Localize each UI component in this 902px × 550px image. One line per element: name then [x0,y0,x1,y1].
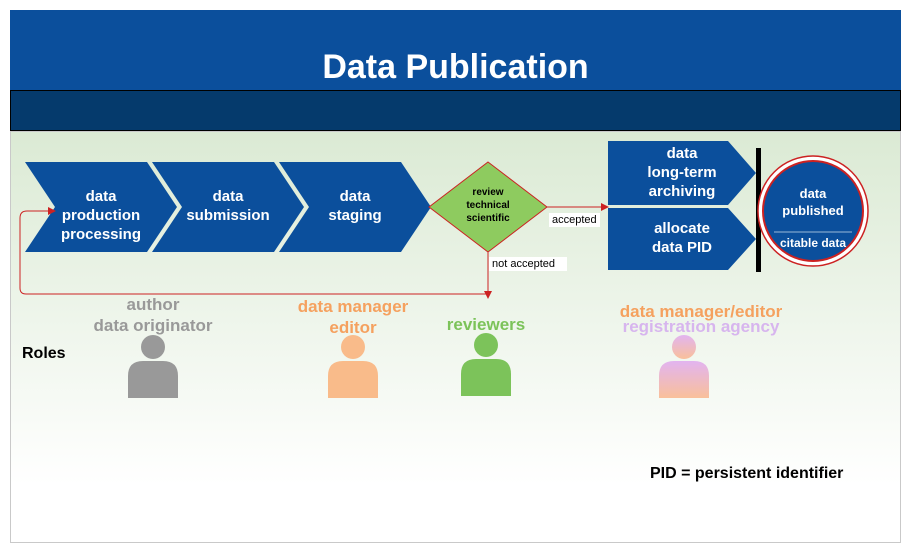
review-line1: review [472,187,504,198]
review-line2: technical [466,200,510,211]
role-manager: data manager editor [263,296,443,338]
step-submission-label: data submission [182,187,274,225]
person-icon-registration [659,335,709,398]
role-reviewers: reviewers [446,315,526,334]
role-author-line1: author [126,295,180,314]
step-pid-line1: allocate [654,220,710,237]
step-staging-line2: staging [328,207,382,224]
title-bar: Data Publication [10,10,901,90]
chevron-submission [152,162,304,252]
chevron-archiving [608,141,756,205]
role-registration-line2: registration agency [622,317,780,336]
role-registration-line1: data manager/editor [619,302,783,321]
step-archiving-line3: archiving [648,183,716,200]
step-staging-label: data staging [309,187,401,225]
roles-heading: Roles [22,345,66,362]
person-icon-manager [328,335,378,398]
chevron-staging [279,162,431,252]
published-line1: data [799,186,827,201]
published-circle [762,160,864,262]
role-registration: data manager/editor registration agency [596,301,806,337]
step-production-line3: processing [60,226,142,243]
role-author-line2: data originator [93,316,213,335]
step-archiving-line1: data [666,145,698,162]
step-submission-line2: submission [186,207,270,224]
not-accepted-label: not accepted [489,257,567,271]
role-author: author data originator [60,294,246,336]
page-title: Data Publication [322,48,589,86]
chevron-production [25,162,177,252]
step-staging-line1: data [339,188,371,205]
step-pid-line2: data PID [651,239,712,256]
role-manager-line2: editor [329,318,377,337]
accepted-label: accepted [549,213,600,227]
published-label: data published [773,185,853,219]
step-archiving-label: data long-term archiving [628,144,736,201]
step-production-line2: production [61,207,141,224]
person-icon-author [128,335,178,398]
step-pid-label: allocate data PID [628,219,736,257]
feedback-loop-arrow [19,207,488,295]
role-manager-line1: data manager [297,297,409,316]
sub-header-bar [10,90,901,131]
person-icon-reviewers [461,333,511,396]
chevron-pid [608,208,756,270]
review-label: review technical scientific [448,186,528,225]
pid-footnote: PID = persistent identifier [650,465,844,482]
citable-data-label: citable data [779,236,847,250]
step-archiving-line2: long-term [647,164,717,181]
step-production-label: data production processing [55,187,147,244]
step-submission-line1: data [212,188,244,205]
published-line2: published [782,203,844,218]
review-line3: scientific [466,213,510,224]
step-production-line1: data [85,188,117,205]
